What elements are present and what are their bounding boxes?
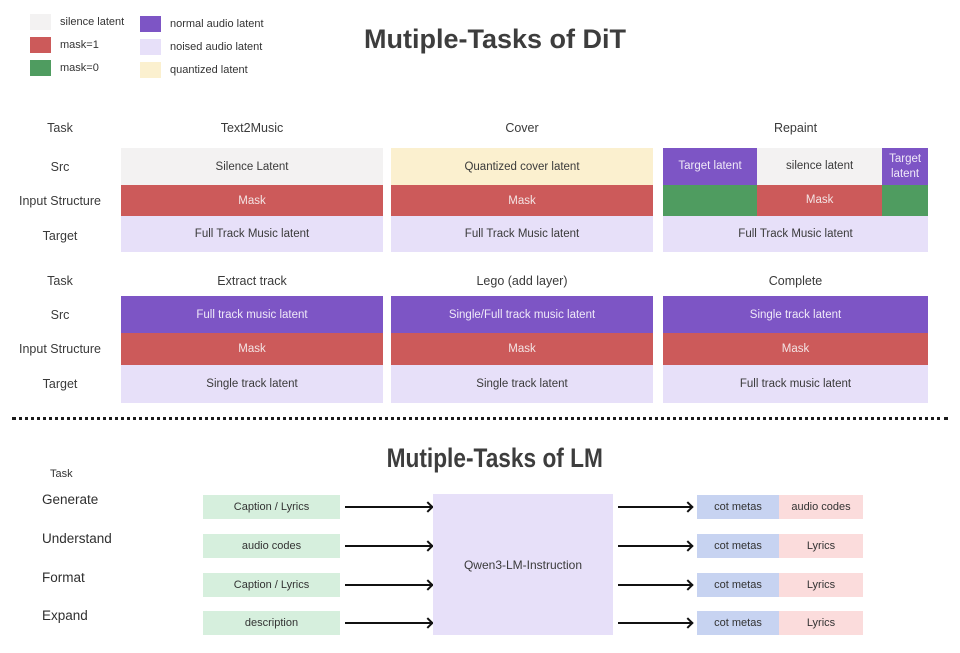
legend-item-mask1: mask=1 bbox=[30, 37, 124, 53]
arrow-right-icon bbox=[345, 545, 431, 547]
legend-item-quantized-latent: quantized latent bbox=[140, 62, 264, 78]
arrow-right-icon bbox=[618, 506, 691, 508]
task-header-text2music: Text2Music bbox=[220, 121, 284, 135]
normal-audio-latent-swatch-icon bbox=[140, 16, 161, 32]
legend-label: noised audio latent bbox=[170, 41, 263, 53]
row-label-target: Target bbox=[42, 229, 78, 243]
lm-output-data-format: Lyrics bbox=[779, 573, 863, 597]
row-label-input-structure: Input Structure bbox=[19, 194, 101, 208]
row-label-src-2: Src bbox=[50, 308, 70, 322]
legend-label: normal audio latent bbox=[170, 18, 264, 30]
complete-mask-cell: Mask bbox=[663, 333, 928, 365]
legend-item-silence: silence latent bbox=[30, 14, 124, 30]
arrow-right-icon bbox=[345, 622, 431, 624]
lm-output-meta-generate: cot metas bbox=[697, 495, 779, 519]
lm-task-column-label: Task bbox=[50, 468, 73, 480]
extract-mask-cell: Mask bbox=[121, 333, 383, 365]
lego-src-cell: Single/Full track music latent bbox=[391, 296, 653, 333]
task-header-cover: Cover bbox=[505, 121, 539, 135]
legend-item-normal-latent: normal audio latent bbox=[140, 16, 264, 32]
legend-label: mask=1 bbox=[60, 39, 99, 51]
arrow-right-icon bbox=[345, 584, 431, 586]
repaint-src-silence-latent: silence latent bbox=[757, 148, 883, 185]
cover-target-cell: Full Track Music latent bbox=[391, 216, 653, 252]
row-label-input-structure-2: Input Structure bbox=[19, 342, 101, 356]
lm-output-meta-expand: cot metas bbox=[697, 611, 779, 635]
lm-output-data-expand: Lyrics bbox=[779, 611, 863, 635]
repaint-target-cell: Full Track Music latent bbox=[663, 216, 928, 252]
repaint-mask0-right bbox=[882, 185, 928, 216]
complete-target-cell: Full track music latent bbox=[663, 365, 928, 403]
task-header-extract-track: Extract track bbox=[217, 274, 287, 288]
legend-item-mask0: mask=0 bbox=[30, 60, 124, 76]
lm-section-title: Mutiple-Tasks of LM bbox=[30, 443, 960, 474]
lm-row-label-understand: Understand bbox=[42, 531, 112, 546]
lm-output-meta-format: cot metas bbox=[697, 573, 779, 597]
row-label-target-2: Target bbox=[42, 377, 78, 391]
lm-input-box-format: Caption / Lyrics bbox=[203, 573, 340, 597]
mask0-swatch-icon bbox=[30, 60, 51, 76]
repaint-src-target-latent-right: Target latent bbox=[882, 148, 928, 185]
task-header-repaint: Repaint bbox=[773, 121, 818, 135]
lego-mask-cell: Mask bbox=[391, 333, 653, 365]
row-label-task-2: Task bbox=[47, 274, 73, 288]
extract-target-cell: Single track latent bbox=[121, 365, 383, 403]
legend-column-2: normal audio latent noised audio latent … bbox=[140, 16, 264, 78]
repaint-src-cell: Target latent silence latent Target late… bbox=[663, 148, 928, 185]
row-label-src: Src bbox=[50, 160, 70, 174]
lm-model-box: Qwen3-LM-Instruction bbox=[433, 494, 613, 635]
arrow-right-icon bbox=[618, 545, 691, 547]
silence-latent-swatch-icon bbox=[30, 14, 51, 30]
arrow-right-icon bbox=[618, 622, 691, 624]
legend-label: mask=0 bbox=[60, 62, 99, 74]
text2music-src-cell: Silence Latent bbox=[121, 148, 383, 185]
lm-output-data-generate: audio codes bbox=[779, 495, 863, 519]
lm-input-box-generate: Caption / Lyrics bbox=[203, 495, 340, 519]
lm-row-label-generate: Generate bbox=[42, 492, 99, 507]
lm-title-text: Mutiple-Tasks of LM bbox=[386, 443, 604, 473]
repaint-src-target-latent-left: Target latent bbox=[663, 148, 758, 185]
mask1-swatch-icon bbox=[30, 37, 51, 53]
noised-audio-latent-swatch-icon bbox=[140, 39, 161, 55]
section-separator-dotted-line bbox=[12, 417, 948, 420]
legend-item-noised-latent: noised audio latent bbox=[140, 39, 264, 55]
repaint-mask-cell: Mask bbox=[663, 185, 928, 216]
text2music-target-cell: Full Track Music latent bbox=[121, 216, 383, 252]
legend-column-1: silence latent mask=1 mask=0 bbox=[30, 14, 124, 76]
arrow-right-icon bbox=[618, 584, 691, 586]
task-header-lego: Lego (add layer) bbox=[476, 274, 568, 288]
lm-input-box-expand: description bbox=[203, 611, 340, 635]
cover-src-cell: Quantized cover latent bbox=[391, 148, 653, 185]
lm-row-label-format: Format bbox=[42, 570, 85, 585]
repaint-mask0-left bbox=[663, 185, 758, 216]
row-label-task: Task bbox=[47, 121, 73, 135]
lm-input-box-understand: audio codes bbox=[203, 534, 340, 558]
lego-target-cell: Single track latent bbox=[391, 365, 653, 403]
complete-src-cell: Single track latent bbox=[663, 296, 928, 333]
lm-output-meta-understand: cot metas bbox=[697, 534, 779, 558]
extract-src-cell: Full track music latent bbox=[121, 296, 383, 333]
quantized-latent-swatch-icon bbox=[140, 62, 161, 78]
lm-output-data-understand: Lyrics bbox=[779, 534, 863, 558]
lm-row-label-expand: Expand bbox=[42, 608, 88, 623]
legend-label: quantized latent bbox=[170, 64, 248, 76]
repaint-mask1-mid: Mask bbox=[757, 185, 883, 216]
legend-label: silence latent bbox=[60, 16, 125, 28]
task-header-complete: Complete bbox=[768, 274, 823, 288]
dit-section-title: Mutiple-Tasks of DiT bbox=[363, 24, 626, 54]
arrow-right-icon bbox=[345, 506, 431, 508]
cover-mask-cell: Mask bbox=[391, 185, 653, 216]
text2music-mask-cell: Mask bbox=[121, 185, 383, 216]
